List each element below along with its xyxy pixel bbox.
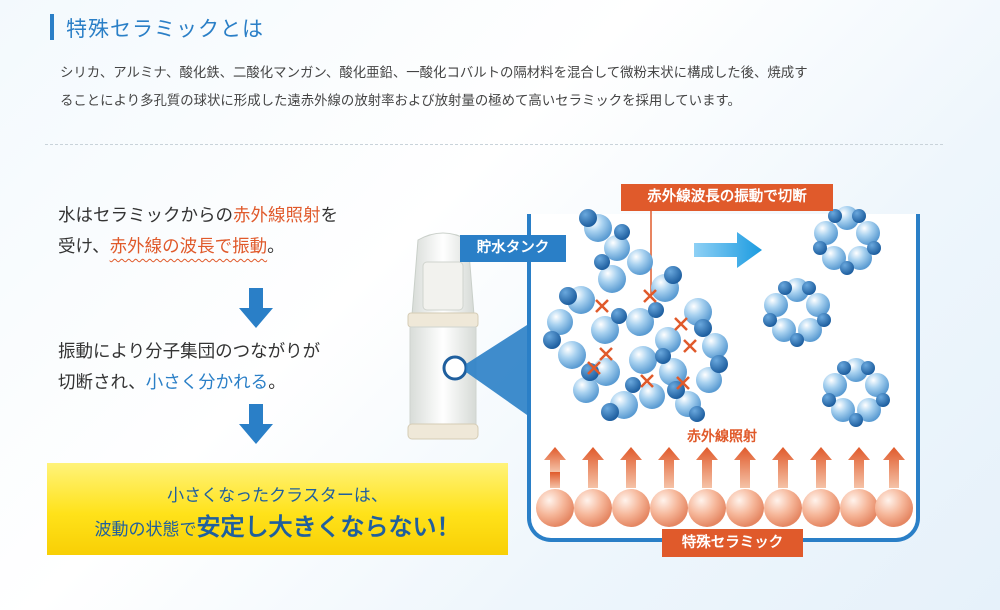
small-water-cluster — [822, 358, 890, 427]
down-arrow-icon — [239, 404, 273, 444]
step-1-line-2: 受け、赤外線の波長で振動。 — [58, 237, 285, 257]
infrared-arrows — [544, 447, 905, 488]
step-2-text: 振動により分子集団のつながりが 切断され、小さく分かれる。 — [58, 337, 320, 399]
infrared-label: 赤外線照射 — [687, 429, 757, 445]
tank-label: 貯水タンク — [460, 235, 566, 262]
step-2-line-2: 切断され、小さく分かれる。 — [58, 373, 286, 393]
down-arrow-icon — [239, 288, 273, 328]
intro-text-line-2: ることにより多孔質の球状に形成した遠赤外線の放射率および放射量の極めて高いセラミ… — [60, 94, 741, 109]
step-1-line-1: 水はセラミックからの赤外線照射を — [58, 206, 338, 226]
step-2-line-1: 振動により分子集団のつながりが — [58, 342, 321, 362]
section-heading: 特殊セラミックとは — [66, 17, 264, 41]
cut-label: 赤外線波長の振動で切断 — [621, 184, 833, 211]
step-1-text: 水はセラミックからの赤外線照射を 受け、赤外線の波長で振動。 — [58, 201, 338, 263]
heading-accent-bar — [50, 14, 54, 40]
filter-cartridge-illustration — [407, 232, 527, 440]
conclusion-line-1: 小さくなったクラスターは、 — [167, 486, 388, 506]
intro-text-line-1: シリカ、アルミナ、酸化鉄、二酸化マンガン、酸化亜鉛、一酸化コバルトの隔材料を混合… — [60, 66, 808, 81]
dashed-divider — [45, 144, 943, 145]
small-water-cluster — [763, 278, 831, 347]
ceramic-label: 特殊セラミック — [662, 529, 803, 557]
small-water-cluster — [813, 206, 881, 275]
conclusion-box: 小さくなったクラスターは、 波動の状態で安定し大きくならない！ — [47, 463, 508, 555]
ceramic-balls — [536, 489, 913, 527]
conclusion-line-2: 波動の状態で安定し大きくならない！ — [94, 512, 461, 541]
large-water-cluster — [543, 209, 728, 422]
right-arrow-icon — [694, 232, 762, 268]
